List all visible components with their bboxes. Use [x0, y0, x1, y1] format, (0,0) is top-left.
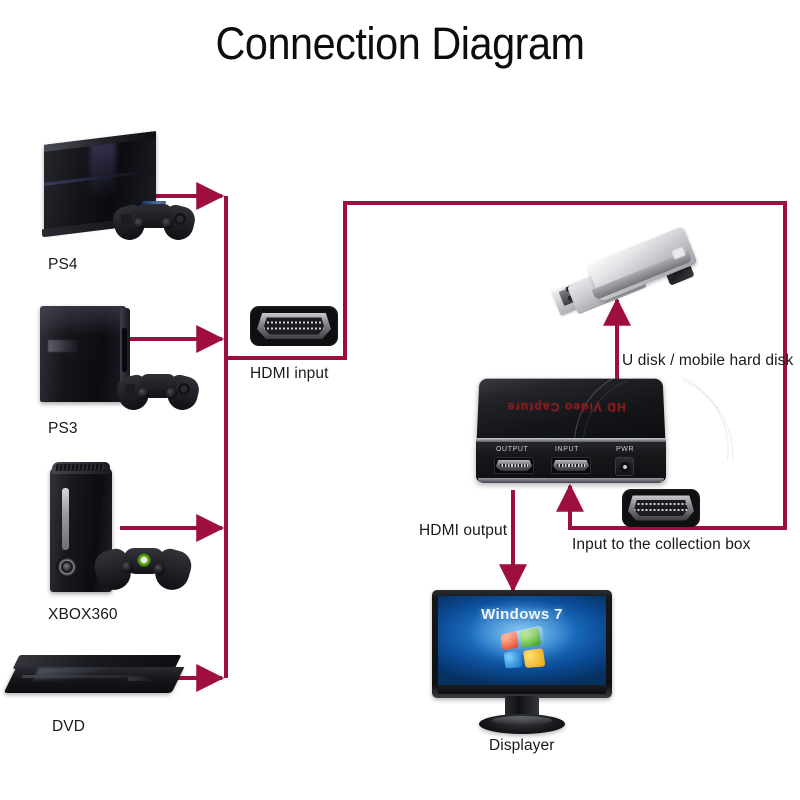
device-label-ps4: PS4 — [48, 256, 78, 273]
hdmi-pin-row-top — [263, 321, 325, 324]
collection-box-input-label: Input to the collection box — [572, 536, 751, 553]
hdmi-port-mouth — [553, 460, 589, 471]
controller-right-stick — [154, 564, 165, 575]
device-dvd-player — [3, 655, 186, 705]
device-xbox360 — [34, 462, 204, 597]
device-ps4 — [34, 131, 198, 246]
capture-input-port-label: INPUT — [555, 446, 579, 453]
capture-power-port-label: PWR — [616, 446, 635, 453]
xbox-power-button — [63, 563, 71, 571]
device-label-ps3: PS3 — [48, 420, 78, 437]
display-label: Displayer — [489, 737, 555, 754]
hdmi-pin-cavity — [263, 317, 325, 335]
capture-output-port-label: OUTPUT — [496, 446, 529, 453]
windows-logo-icon — [500, 625, 548, 671]
logo-pane-yellow — [523, 648, 546, 668]
ps4-controller — [110, 198, 198, 244]
controller-lightbar — [142, 201, 166, 204]
ps3-console-body — [40, 306, 126, 402]
ps3-controller — [114, 368, 202, 414]
ps3-gloss-band — [40, 306, 126, 336]
dvd-disc-tray — [21, 675, 143, 678]
capture-input-port — [551, 457, 591, 474]
controller-left-stick — [134, 218, 145, 229]
hdmi-output-label: HDMI output — [419, 522, 508, 539]
logo-pane-blue — [503, 650, 523, 669]
hdmi-pin-row-bottom — [263, 327, 325, 330]
hdmi-pin-cavity — [634, 500, 688, 516]
controller-left-stick — [138, 388, 149, 399]
device-label-dvd: DVD — [52, 718, 86, 735]
controller-dpad — [125, 384, 135, 394]
monitor-base-highlight — [492, 716, 552, 725]
controller-face-buttons — [178, 383, 190, 395]
dvd-gloss-highlight — [33, 668, 109, 680]
xbox-controller — [91, 544, 195, 594]
hdmi-input-label: HDMI input — [250, 365, 329, 382]
capture-output-port — [494, 457, 534, 474]
display-monitor: Windows 7 — [432, 590, 612, 735]
xbox-guide-button — [137, 553, 151, 567]
controller-face-buttons — [174, 213, 186, 225]
controller-left-stick — [122, 562, 133, 573]
monitor-stand-neck — [505, 696, 539, 718]
windows-version-text: Windows 7 — [481, 606, 563, 623]
capture-box: HD Video Capture OUTPUT INPUT PWR — [470, 378, 670, 488]
xbox-front-strip — [62, 488, 69, 550]
dvd-display-window — [127, 677, 155, 681]
monitor-stand-base — [479, 714, 565, 734]
xbox-vent — [55, 464, 105, 471]
device-ps3 — [34, 306, 202, 416]
hdmi-pin-row-top — [634, 503, 688, 505]
capture-box-brand-text: HD Video Capture — [506, 400, 626, 414]
device-label-xbox360: XBOX360 — [48, 606, 118, 623]
monitor-screen: Windows 7 — [438, 596, 606, 685]
usb-storage-label: U disk / mobile hard disk — [622, 352, 794, 369]
usb-flash-drive — [551, 225, 712, 334]
capture-power-jack — [615, 457, 634, 476]
capture-box-bottom-lip — [478, 478, 664, 483]
ps3-logo — [48, 340, 78, 352]
hdmi-input-connector — [250, 306, 338, 346]
hdmi-pin-row-bottom — [634, 509, 688, 511]
hdmi-port-mouth — [496, 460, 532, 471]
controller-right-stick — [162, 218, 173, 229]
page-title: Connection Diagram — [215, 18, 585, 69]
capture-box-top-lip — [476, 438, 666, 444]
controller-right-stick — [166, 388, 177, 399]
collection-box-input-connector — [622, 489, 700, 527]
controller-dpad — [121, 214, 131, 224]
ps3-disc-slot — [122, 328, 127, 372]
monitor-chin — [438, 685, 606, 694]
